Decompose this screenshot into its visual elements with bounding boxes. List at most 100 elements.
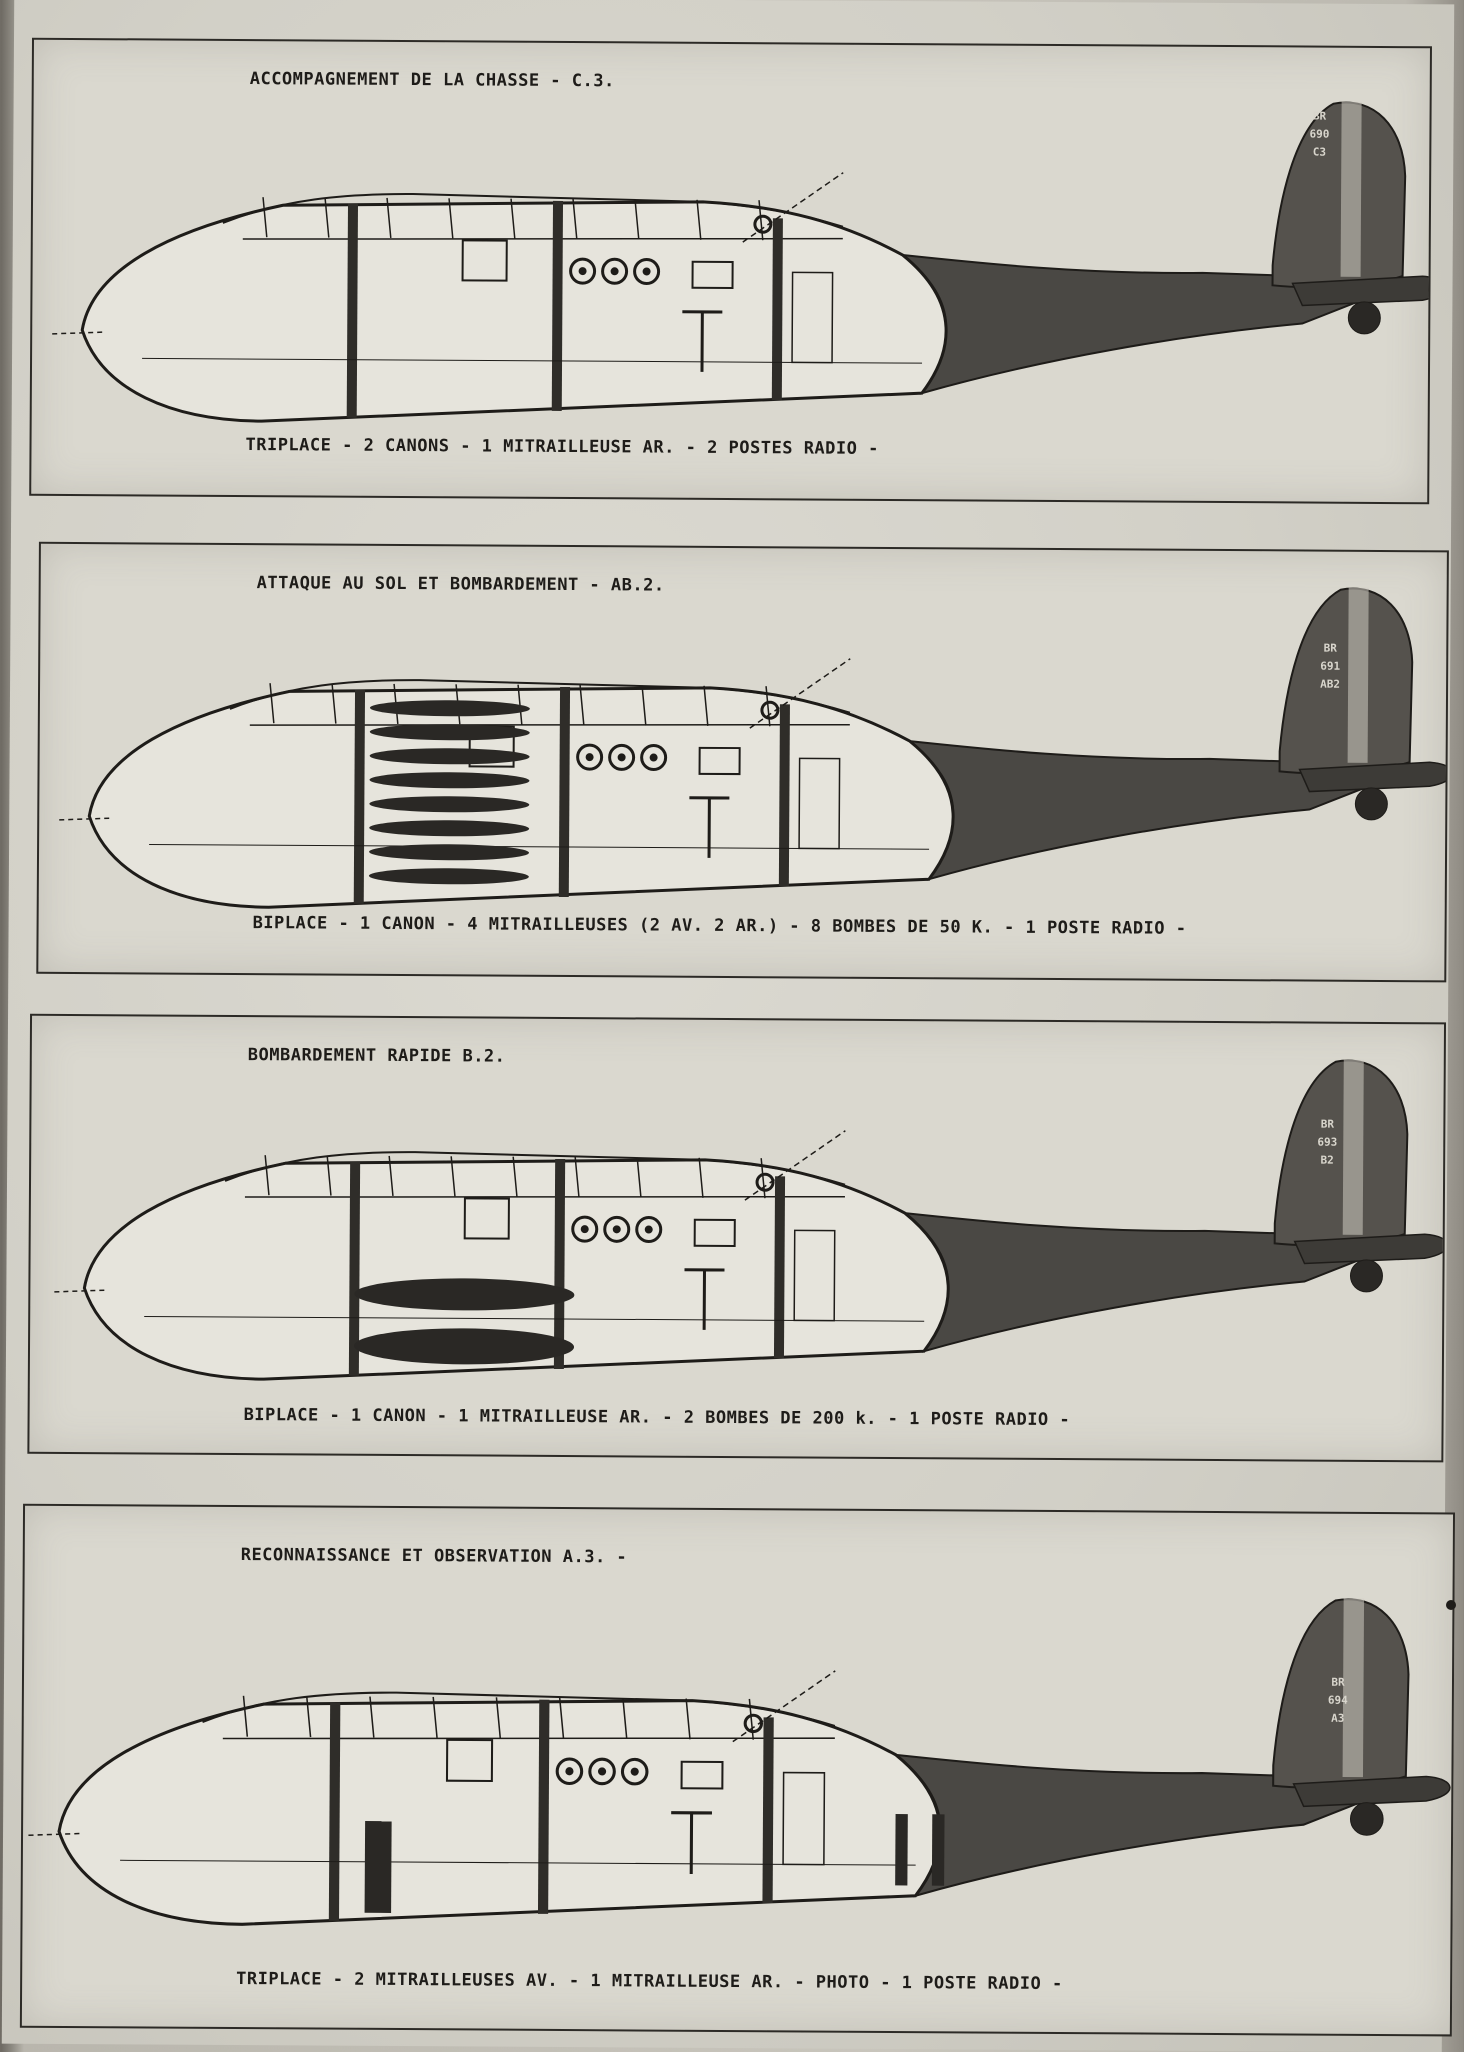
gunner-seat [684,1268,725,1330]
canopy-strut [634,199,640,240]
bomb-50kg [369,820,530,837]
canopy-strut [641,685,647,726]
canopy-strut [703,685,709,726]
tailplane [1292,1775,1451,1808]
dial-centre [585,753,594,762]
gunner-seat [682,310,723,372]
forward-fuselage [82,1158,950,1381]
bulkhead [551,200,564,411]
aircraft-cutaway-drawing [52,101,1430,423]
canopy-strut [369,1696,375,1738]
bulkhead [328,1702,341,1921]
canopy-strut [331,683,337,724]
canopy-strut [448,198,454,239]
gunner-seat [689,796,730,858]
canopy-frame [224,1151,846,1186]
dial-centre [644,1225,653,1234]
dial-centre [649,753,658,762]
rear-gun-mount [755,1172,775,1192]
ink-dot [1446,1600,1456,1610]
canopy-strut [269,683,275,724]
tail-stripe [1340,101,1362,277]
tail-marking: BR 694 A3 [1327,1675,1348,1725]
canopy-strut [388,1155,394,1197]
bulkhead [762,1717,774,1904]
bulkhead [771,218,783,401]
dial-centre [630,1767,639,1776]
forward-fuselage [80,200,948,423]
bomb-50kg [369,844,530,861]
camera [364,1820,392,1913]
aircraft-group [59,587,1447,909]
bulkhead [537,1699,550,1914]
canopy-strut [326,1155,332,1196]
bulkhead [353,689,366,904]
rear-gun-mount [743,1713,764,1734]
radio-set [691,260,734,290]
tail-wheel [1349,1259,1383,1293]
canopy-strut [432,1696,438,1738]
canopy-strut [512,1156,518,1197]
dial-centre [578,267,587,276]
tail-wheel [1347,301,1381,335]
instrument-dial [608,743,636,771]
equipment-rack [793,1229,836,1322]
instrument-dial [640,744,668,772]
radio-set [698,746,741,776]
equipment-rack [791,271,834,364]
canopy-sill [242,237,843,240]
dial-centre [610,267,619,276]
canopy-strut [450,1156,456,1197]
dial-centre [580,1225,589,1234]
instrument-dial [571,1215,599,1243]
bulkhead [558,686,571,898]
radio-set [693,1218,736,1248]
rear-gun-mount [760,700,780,720]
instrument-dial [588,1757,616,1786]
aircraft-group [28,1598,1451,1926]
canopy-strut [696,199,702,240]
aircraft-group [52,101,1430,423]
bomb-50kg [369,748,530,765]
aircraft-cutaway-drawing [28,1598,1451,1926]
canopy-frame [202,1691,836,1727]
radio-set [680,1760,724,1790]
variant-panel-a3: RECONNAISSANCE ET OBSERVATION A.3. - BR … [19,1503,1456,2037]
tail-fin [1271,101,1407,289]
bulkhead [553,1158,566,1370]
canopy-frame [222,193,844,228]
camera [931,1814,945,1886]
canopy-strut [622,1698,628,1740]
canopy-strut [698,1157,704,1198]
rear-gun-mount [753,214,773,234]
canopy-strut [558,1697,565,1739]
radio-set [463,1197,510,1240]
canopy-strut [579,685,585,726]
tail-marking: BR 693 B2 [1317,1117,1338,1167]
tail-wheel [1354,787,1388,821]
instrument-dial [620,1757,649,1786]
canopy-strut [262,197,268,238]
canopy-strut [572,198,578,240]
canopy-strut [242,1695,249,1737]
canopy-strut [305,1696,312,1738]
forward-fuselage [87,686,955,909]
instrument-dial [601,257,629,285]
variant-panel-ab2: ATTAQUE AU SOL ET BOMBARDEMENT - AB.2. B… [36,541,1449,983]
canopy-frame [229,679,851,714]
radio-set [461,239,508,282]
bulkhead [348,1161,361,1376]
tail-stripe [1347,587,1369,763]
bomb-50kg [369,772,530,789]
variant-caption: TRIPLACE - 2 CANONS - 1 MITRAILLEUSE AR.… [245,435,879,459]
bomb-50kg [368,868,529,885]
aircraft-cutaway-drawing [54,1059,1445,1381]
instrument-dial [603,1215,631,1243]
canopy-sill [249,723,850,726]
canopy-strut [510,198,516,239]
aircraft-group [54,1059,1445,1381]
aircraft-cutaway-drawing [59,587,1447,909]
radio-set [445,1738,494,1782]
dial-centre [565,1767,574,1776]
tail-stripe [1342,1059,1364,1235]
